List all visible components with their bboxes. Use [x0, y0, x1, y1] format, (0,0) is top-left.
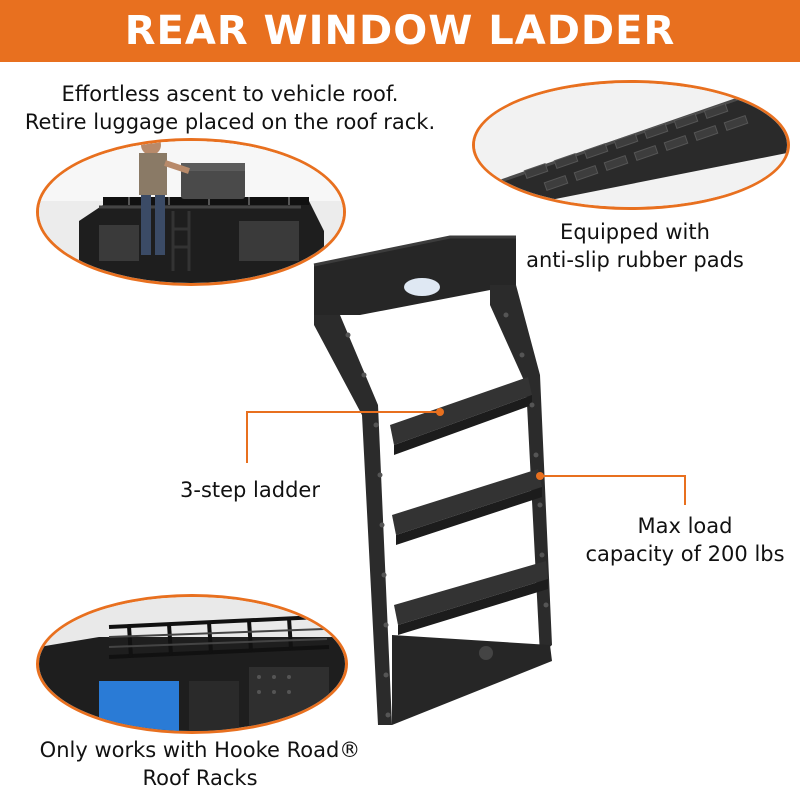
max-load-line1: Max load	[637, 514, 733, 538]
roof-access-line1: Effortless ascent to vehicle roof.	[61, 82, 399, 106]
roof-rack-photo	[36, 594, 348, 734]
roof-access-caption: Effortless ascent to vehicle roof. Retir…	[0, 80, 460, 136]
compatibility-caption: Only works with Hooke Road® Roof Racks	[0, 736, 400, 792]
header-banner: REAR WINDOW LADDER	[0, 0, 800, 62]
steps-leader-horizontal	[246, 411, 440, 413]
anti-slip-line2: anti-slip rubber pads	[526, 248, 744, 272]
steps-leader-dot	[436, 408, 444, 416]
ladder-product-image	[313, 235, 552, 725]
brand-badge	[404, 278, 440, 296]
compatibility-line1: Only works with Hooke Road®	[39, 738, 361, 762]
load-leader-vertical	[684, 475, 686, 505]
roof-rack-illustration	[39, 597, 345, 731]
rubber-pad-illustration	[475, 83, 787, 207]
anti-slip-line1: Equipped with	[560, 220, 710, 244]
load-leader-horizontal	[540, 475, 686, 477]
anti-slip-pad-photo	[472, 80, 790, 210]
max-load-line2: capacity of 200 lbs	[585, 542, 785, 566]
max-load-caption: Max load capacity of 200 lbs	[570, 512, 800, 568]
compatibility-line2: Roof Racks	[142, 766, 258, 790]
page-title: REAR WINDOW LADDER	[124, 8, 676, 54]
roof-access-line2: Retire luggage placed on the roof rack.	[24, 110, 436, 134]
steps-caption: 3-step ladder	[180, 478, 320, 502]
anti-slip-caption: Equipped with anti-slip rubber pads	[490, 218, 780, 274]
steps-leader-vertical	[246, 411, 248, 463]
load-leader-dot	[536, 472, 544, 480]
roof-access-photo	[36, 138, 346, 286]
vehicle-roof-illustration	[39, 141, 343, 283]
